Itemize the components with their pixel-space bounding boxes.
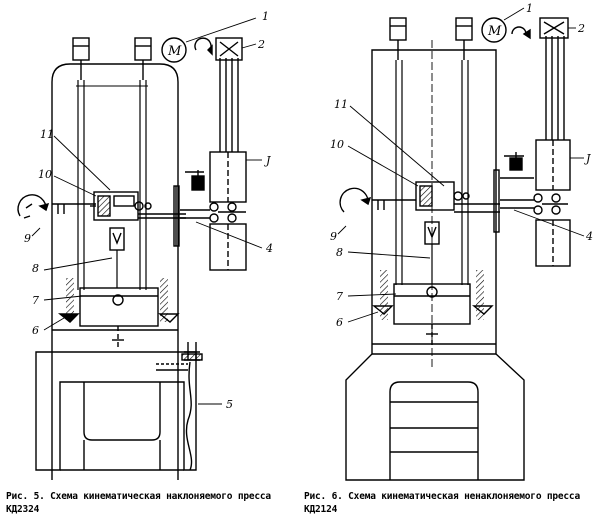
crank-assembly: [90, 191, 152, 221]
callout-4-right: 4: [585, 230, 593, 243]
callout-11-left: 11: [40, 128, 54, 141]
callout-j-right: J: [584, 152, 591, 165]
gearbox-housing: [535, 139, 571, 191]
callout-j-left: J: [264, 154, 271, 167]
callout-8-left: 8: [32, 262, 39, 275]
callout-1-left: 1: [262, 10, 269, 23]
drive-belt: [219, 58, 239, 152]
callout-9-left: 9: [24, 232, 31, 245]
rotation-arrow-9: [17, 194, 47, 217]
callout-7-right: 7: [336, 290, 343, 303]
main-shaft: [52, 203, 186, 219]
callout-2-right: 2: [577, 22, 585, 35]
callout-1-right: 1: [526, 2, 533, 15]
callout-6-right: 6: [336, 316, 343, 329]
rotation-arrow-9: [339, 187, 369, 213]
caption-figure-5-line1: Рис. 5. Схема кинематическая наклоняемог…: [6, 491, 271, 502]
callout-8-right: 8: [336, 246, 343, 259]
press-stand: [35, 351, 197, 471]
motor-letter-left: M: [167, 44, 182, 59]
callouts-left: 1 2 J 4 5 6 7 8 9 10 11 M: [24, 10, 273, 411]
callout-2-left: 2: [257, 38, 265, 51]
callouts-right: 1 2 J 4 6 7 8 9 10 11 M: [330, 2, 593, 329]
press-frame: [51, 63, 179, 480]
crank-assembly: [415, 181, 470, 211]
caption-figure-6: Рис. 6. Схема кинематическая ненаклоняем…: [304, 490, 580, 516]
press-frame: [345, 49, 525, 481]
caption-figure-6-line2: КД2124: [304, 504, 338, 515]
callout-11-right: 11: [334, 98, 348, 111]
callout-5-left: 5: [226, 398, 233, 411]
caption-figure-5-line2: КД2324: [6, 504, 40, 515]
caption-figure-6-line1: Рис. 6. Схема кинематическая ненаклоняем…: [304, 491, 580, 502]
slide-ram: [79, 287, 159, 327]
callout-7-left: 7: [32, 294, 39, 307]
figure-left-tilting-press: [17, 17, 263, 480]
callout-10-right: 10: [330, 138, 344, 151]
connecting-rod-top: [109, 227, 125, 251]
drive-belt: [545, 36, 565, 140]
variator-box-right: [539, 17, 569, 39]
top-cylinders: [389, 17, 473, 60]
callout-6-left: 6: [32, 324, 39, 337]
motor-m-left: [161, 37, 213, 63]
hose-5: [185, 361, 193, 471]
motor-letter-right: M: [487, 24, 502, 39]
callout-9-right: 9: [330, 230, 337, 243]
figure-right-non-tilting-press: [337, 7, 585, 481]
top-cylinders: [72, 37, 152, 80]
motor-m-right: [481, 17, 531, 43]
callout-4-left: 4: [265, 242, 273, 255]
gearbox-housing: [209, 151, 247, 203]
variator-box-left: [215, 37, 243, 61]
caption-figure-5: Рис. 5. Схема кинематическая наклоняемог…: [6, 490, 271, 516]
callout-10-left: 10: [38, 168, 52, 181]
